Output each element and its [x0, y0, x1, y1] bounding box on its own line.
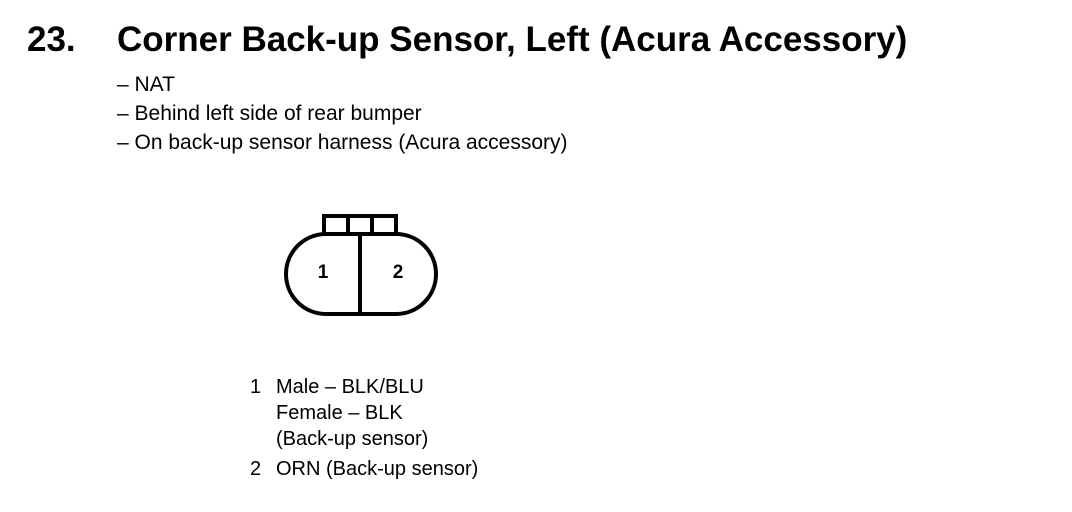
pin-description: Male – BLK/BLU Female – BLK (Back-up sen…: [276, 374, 428, 452]
pin-legend: 1 Male – BLK/BLU Female – BLK (Back-up s…: [250, 374, 478, 486]
location-notes: – NAT – Behind left side of rear bumper …: [117, 70, 568, 157]
pin-description: ORN (Back-up sensor): [276, 456, 478, 482]
pin-description-line: Male – BLK/BLU: [276, 376, 424, 398]
page-heading: 23. Corner Back-up Sensor, Left (Acura A…: [0, 16, 1072, 64]
pin-number: 2: [250, 458, 262, 480]
pin-number: 1: [250, 376, 262, 398]
pin-description-line: Female – BLK: [276, 402, 403, 424]
note-item: – Behind left side of rear bumper: [117, 102, 422, 125]
pin-label-1: 1: [318, 262, 329, 283]
pin-description-line: ORN (Back-up sensor): [276, 458, 479, 480]
connector-diagram: 1 2: [284, 214, 438, 316]
pin-row: 1 Male – BLK/BLU Female – BLK (Back-up s…: [250, 374, 478, 452]
pin-label-2: 2: [393, 262, 404, 283]
page-title: Corner Back-up Sensor, Left (Acura Acces…: [117, 20, 908, 59]
connector-latch: [322, 214, 398, 236]
note-item: – NAT: [117, 73, 175, 96]
pin-row: 2 ORN (Back-up sensor): [250, 456, 478, 482]
section-number: 23.: [27, 20, 76, 59]
note-item: – On back-up sensor harness (Acura acces…: [117, 131, 568, 154]
pin-description-line: (Back-up sensor): [276, 428, 429, 450]
